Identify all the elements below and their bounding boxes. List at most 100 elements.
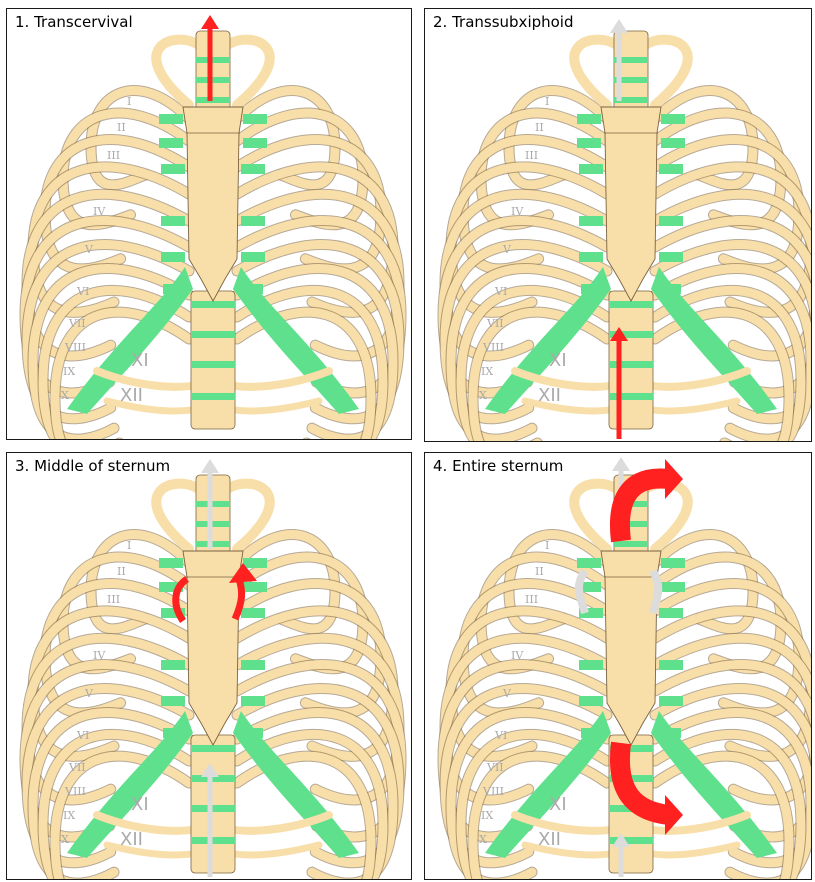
rib-label: VII: [486, 761, 504, 774]
spine-lower: [191, 291, 235, 429]
rib-label: IV: [511, 205, 524, 218]
rib-label: VIII: [482, 341, 504, 354]
intervertebral-disc: [609, 301, 653, 308]
rib-label: I: [127, 539, 131, 552]
rib-label: II: [535, 121, 544, 134]
costal-cartilage: [241, 696, 265, 706]
rib-label: IX: [63, 365, 75, 378]
intervertebral-disc: [196, 521, 230, 527]
rib-label: V: [502, 687, 512, 700]
rib-label: III: [525, 593, 538, 606]
costal-cartilage: [161, 252, 185, 262]
costal-cartilage: [159, 558, 183, 568]
rib-label-xi: XI: [549, 794, 567, 815]
rib-label: X: [61, 833, 69, 846]
intervertebral-disc: [191, 361, 235, 368]
rib-label: IX: [481, 809, 493, 822]
rib-label-xii: XII: [538, 829, 561, 850]
rib-label: VIII: [64, 785, 86, 798]
intervertebral-disc: [191, 393, 235, 400]
costal-cartilage: [243, 114, 267, 124]
rib-label-xii: XII: [120, 829, 143, 850]
costal-cartilage: [577, 114, 601, 124]
intervertebral-disc: [191, 301, 235, 308]
panel-3: IIIIIIIVVVIVIIVIIIIXXXIXII 3. Middle of …: [6, 452, 412, 880]
rib-label: II: [535, 565, 544, 578]
intervertebral-disc: [191, 837, 235, 844]
costal-cartilage: [241, 252, 265, 262]
rib-xii: [229, 845, 319, 855]
intervertebral-disc: [614, 541, 648, 547]
costal-cartilage: [241, 216, 265, 226]
costal-cartilage: [243, 582, 267, 592]
rib-label-xi: XI: [131, 794, 149, 815]
rib-label: II: [117, 565, 126, 578]
costal-cartilage: [241, 608, 265, 618]
costal-cartilage: [661, 138, 685, 148]
rib-label-xi: XI: [131, 350, 149, 371]
rib-label: VII: [68, 761, 86, 774]
spine-lower: [191, 735, 235, 873]
rib-label-xii: XII: [120, 385, 143, 406]
rib-label: V: [84, 687, 94, 700]
costal-cartilage: [577, 138, 601, 148]
costal-cartilage: [659, 696, 683, 706]
rib-xii: [229, 401, 319, 411]
costal-cartilage: [161, 216, 185, 226]
costal-cartilage: [243, 138, 267, 148]
costal-cartilage: [159, 138, 183, 148]
rib-cage-diagram: IIIIIIIVVVIVIIVIIIIXXXIXII: [425, 9, 812, 442]
costal-cartilage: [577, 558, 601, 568]
costal-cartilage: [161, 696, 185, 706]
costal-cartilage: [661, 558, 685, 568]
rib-label: VII: [486, 317, 504, 330]
panel-2: IIIIIIIVVVIVIIVIIIIXXXIXII 2. Transsubxi…: [424, 8, 812, 442]
intervertebral-disc: [191, 745, 235, 752]
costal-cartilage: [659, 252, 683, 262]
panel-title: 2. Transsubxiphoid: [431, 13, 576, 31]
costal-cartilage: [659, 608, 683, 618]
costal-cartilage: [241, 164, 265, 174]
rib-label: X: [479, 389, 487, 402]
rib-label: VI: [76, 729, 89, 742]
intervertebral-disc: [196, 77, 230, 83]
intervertebral-disc: [609, 393, 653, 400]
rib-xii: [647, 845, 737, 855]
costal-cartilage: [661, 582, 685, 592]
gray-arrow-head: [610, 19, 628, 33]
rib-label: VI: [494, 729, 507, 742]
red-arrow-head: [201, 15, 219, 29]
rib-label-xi: XI: [549, 350, 567, 371]
costal-cartilage: [659, 660, 683, 670]
rib-label: IX: [481, 365, 493, 378]
rib-label: VIII: [64, 341, 86, 354]
rib-cage: IIIIIIIVVVIVIIVIIIIXXXIXII: [443, 31, 812, 442]
rib-label: II: [117, 121, 126, 134]
costal-cartilage: [243, 558, 267, 568]
intervertebral-disc: [191, 331, 235, 338]
rib-label: I: [545, 95, 549, 108]
panel-title: 4. Entire sternum: [431, 457, 565, 475]
costal-cartilage: [659, 164, 683, 174]
rib-label: III: [525, 149, 538, 162]
rib-label: VI: [494, 285, 507, 298]
gray-arrow-head: [612, 457, 630, 471]
rib-cage-diagram: IIIIIIIVVVIVIIVIIIIXXXIXII: [425, 453, 812, 880]
rib-label: III: [107, 593, 120, 606]
costal-cartilage: [161, 164, 185, 174]
intervertebral-disc: [196, 57, 230, 63]
costal-cartilage: [659, 216, 683, 226]
rib-label: V: [84, 243, 94, 256]
rib-label: V: [502, 243, 512, 256]
rib-label-xii: XII: [538, 385, 561, 406]
rib-label: VII: [68, 317, 86, 330]
panel-title: 3. Middle of sternum: [13, 457, 172, 475]
costal-cartilage: [579, 164, 603, 174]
intervertebral-disc: [609, 361, 653, 368]
costal-cartilage: [159, 114, 183, 124]
intervertebral-disc: [191, 805, 235, 812]
rib-label: III: [107, 149, 120, 162]
